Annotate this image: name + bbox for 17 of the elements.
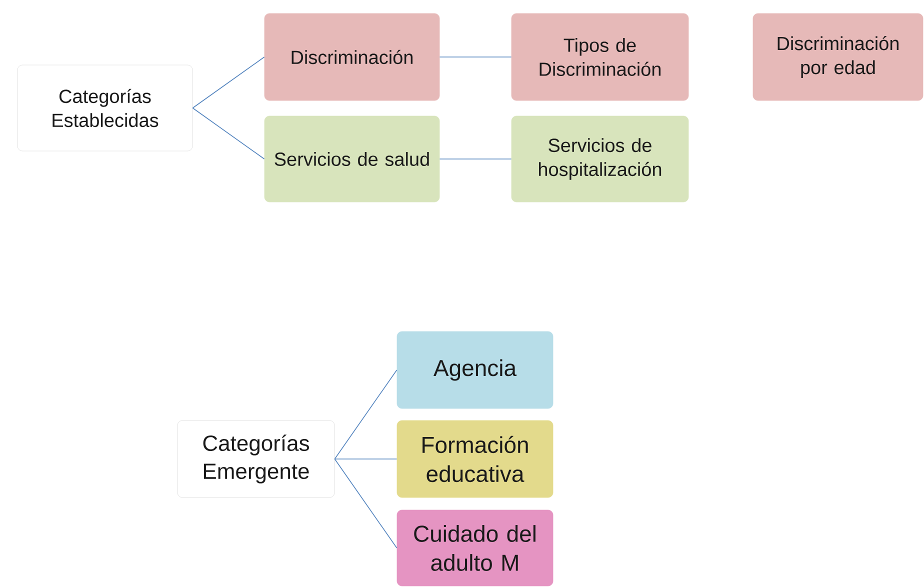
subcategory-box: Discriminación — [264, 13, 440, 101]
subcategory-box: Servicios de salud — [264, 116, 440, 202]
connector-line — [192, 56, 265, 108]
connector-line — [334, 458, 398, 460]
connector-line — [192, 108, 265, 160]
subcategory-box: Agencia — [396, 331, 554, 409]
subcategory-box: Cuidado del adulto M — [396, 510, 554, 586]
subcategory-box: Discriminación por edad — [752, 13, 924, 101]
subcategory-box: Formación educativa — [396, 420, 554, 498]
category-box: Categorías Establecidas — [17, 64, 193, 152]
connector-line — [334, 458, 398, 548]
category-box: Categorías Emergente — [177, 420, 335, 498]
connector-line — [439, 158, 512, 160]
connector-line — [439, 56, 512, 58]
subcategory-box: Tipos de Discriminación — [511, 13, 689, 101]
subcategory-box: Servicios de hospitalización — [511, 116, 689, 202]
connector-line — [334, 370, 398, 460]
